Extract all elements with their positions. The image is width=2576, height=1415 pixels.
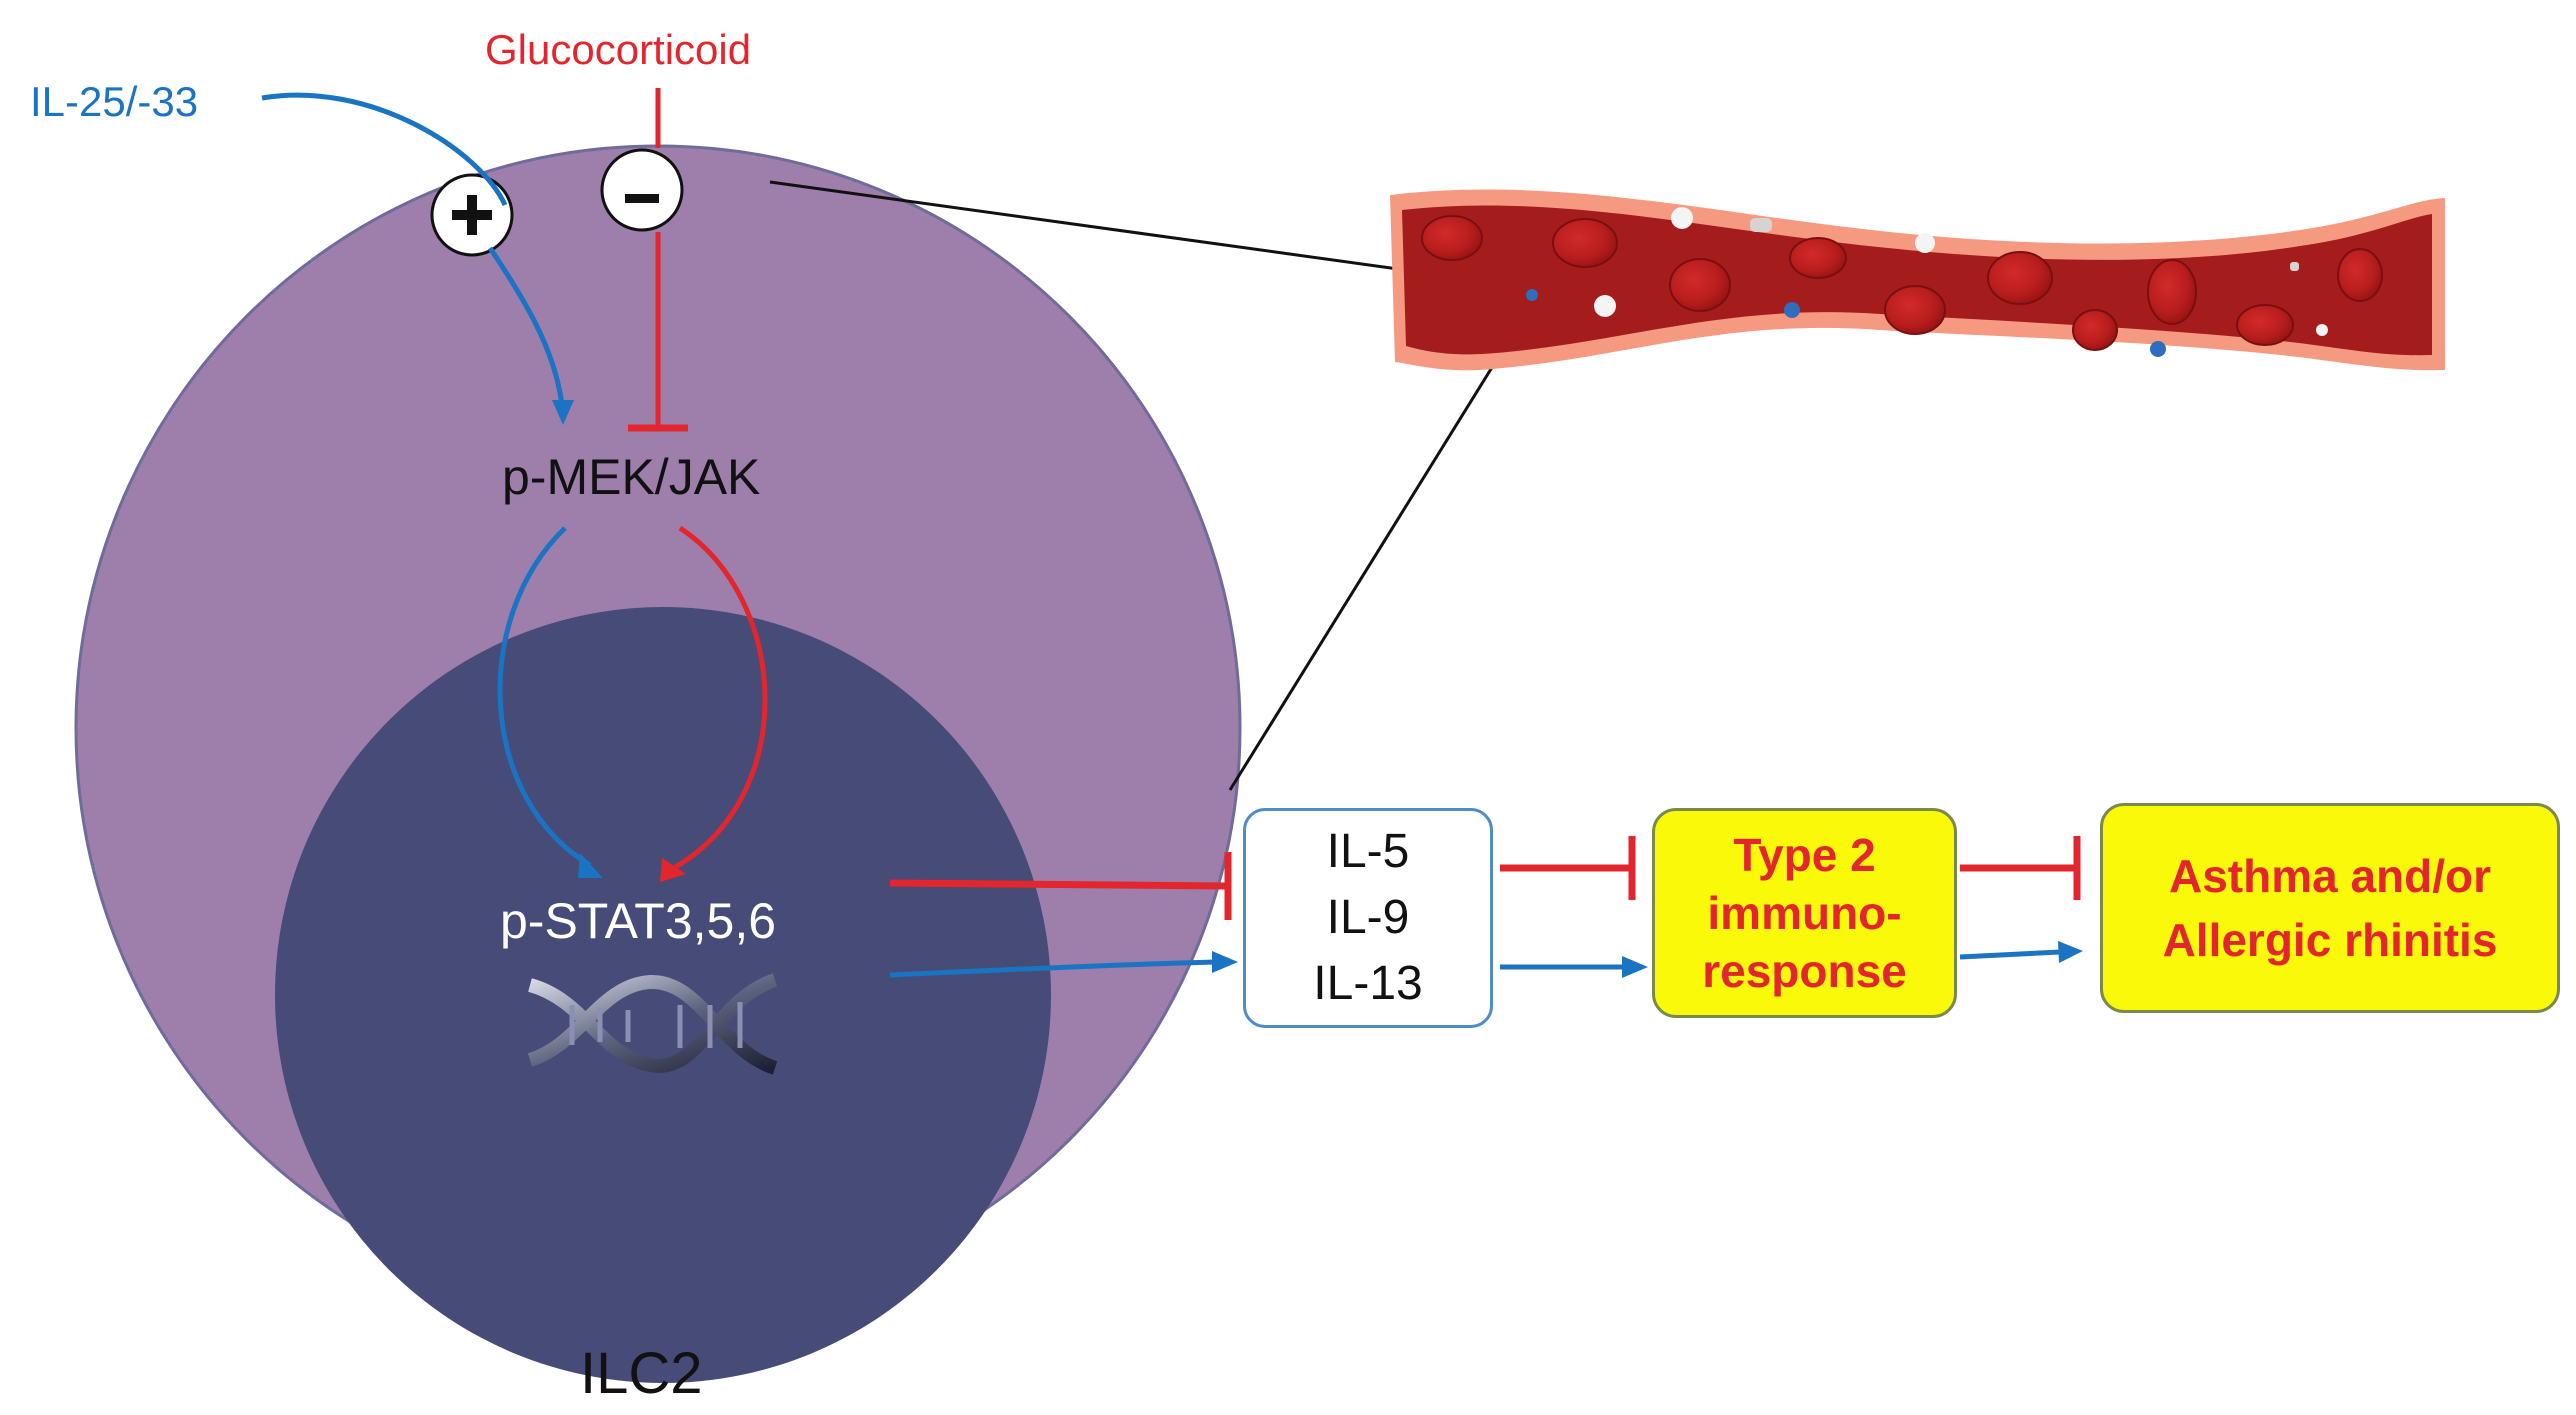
activation-arrow-type2-to-disease [1959,949,2061,960]
il-13-label: IL-13 [1313,957,1423,1010]
type2-line-1: Type 2 [1733,829,1876,881]
ilc2-label: ILC2 [580,1341,703,1406]
disease-outcome-box: Asthma and/or Allergic rhinitis [2100,803,2560,1013]
zoom-line-bottom [1228,297,1537,791]
inhibition-arrow-mek-to-stat [668,525,768,873]
activation-arrow-stat-to-il [889,959,1216,978]
type2-line-3: response [1702,945,1907,997]
blood-vessel-illustration [1390,189,2445,371]
type2-immunoresponse-box: Type 2 immuno- response [1652,808,1957,1018]
allergic-rhinitis-label: Allergic rhinitis [2162,914,2498,966]
il-25-33-label: IL-25/-33 [30,78,199,125]
activation-arrow-mek-to-stat [497,526,592,868]
asthma-label: Asthma and/or [2168,850,2492,902]
il-9-label: IL-9 [1326,891,1410,944]
interleukin-box: IL-5 IL-9 IL-13 [1243,808,1493,1028]
p-mek-jak-label: p-MEK/JAK [502,449,761,505]
type2-line-2: immuno- [1707,887,1902,939]
dna-icon [527,973,778,1075]
arrowhead [2058,941,2083,963]
p-stat-label: p-STAT3,5,6 [500,893,777,949]
activation-arrow-plus-to-mek [487,246,565,406]
arrowhead [1622,956,1648,978]
il-5-label: IL-5 [1326,825,1410,878]
glucocorticoid-label: Glucocorticoid [485,26,752,73]
arrowhead [660,858,686,882]
ilc2-nucleus [275,607,1051,1383]
minus-marker [600,148,684,232]
activation-arrow-il25-to-mek [261,92,508,207]
arrowhead [552,400,574,425]
arrowhead [1212,951,1238,973]
arrowhead [578,853,603,878]
inhibition-line-stat-to-il [889,879,1226,890]
plus-marker [430,173,514,257]
